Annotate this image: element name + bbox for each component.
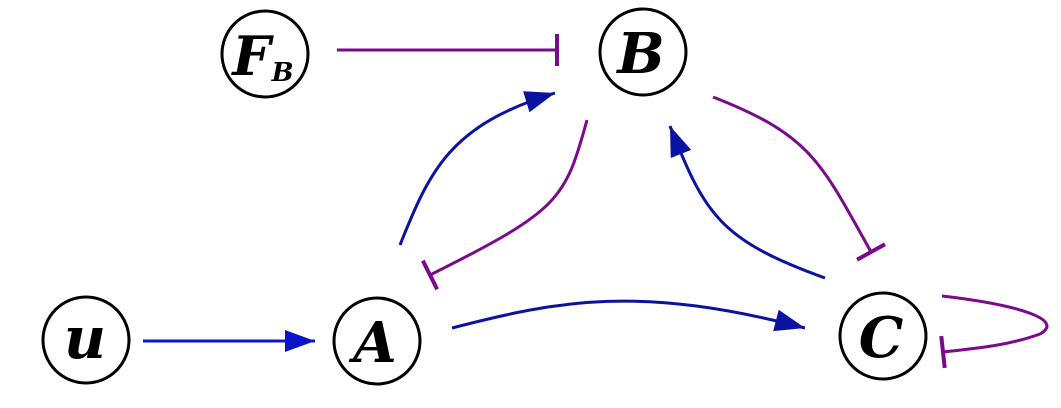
node-u-label: u <box>64 304 106 372</box>
node-fb-label: F <box>230 24 274 88</box>
svg-text:FB: FB <box>230 24 293 88</box>
node-u-circle <box>41 295 131 385</box>
edges-layer <box>143 34 1049 369</box>
node-c-label: C <box>859 305 904 371</box>
node-a-circle <box>332 296 422 386</box>
node-b-circle <box>598 7 688 97</box>
edge-a-activates-b <box>398 91 556 246</box>
node-u: u <box>41 295 131 385</box>
node-fb: FB <box>220 9 310 99</box>
edge-c-activates-b <box>668 125 826 280</box>
node-fb-subscript: B <box>271 58 294 88</box>
node-fb-circle <box>220 9 310 99</box>
node-c-circle <box>838 291 928 381</box>
edge-a-activates-c <box>451 299 806 332</box>
node-b-label: B <box>615 21 664 87</box>
node-a: A <box>332 296 422 386</box>
node-b: B <box>598 7 688 97</box>
edge-b-inhibits-c <box>712 95 886 262</box>
node-c: C <box>838 291 928 381</box>
edge-c-inhibits-c <box>939 294 1049 369</box>
node-a-label: A <box>348 310 396 376</box>
edge-b-inhibits-a <box>421 119 589 291</box>
